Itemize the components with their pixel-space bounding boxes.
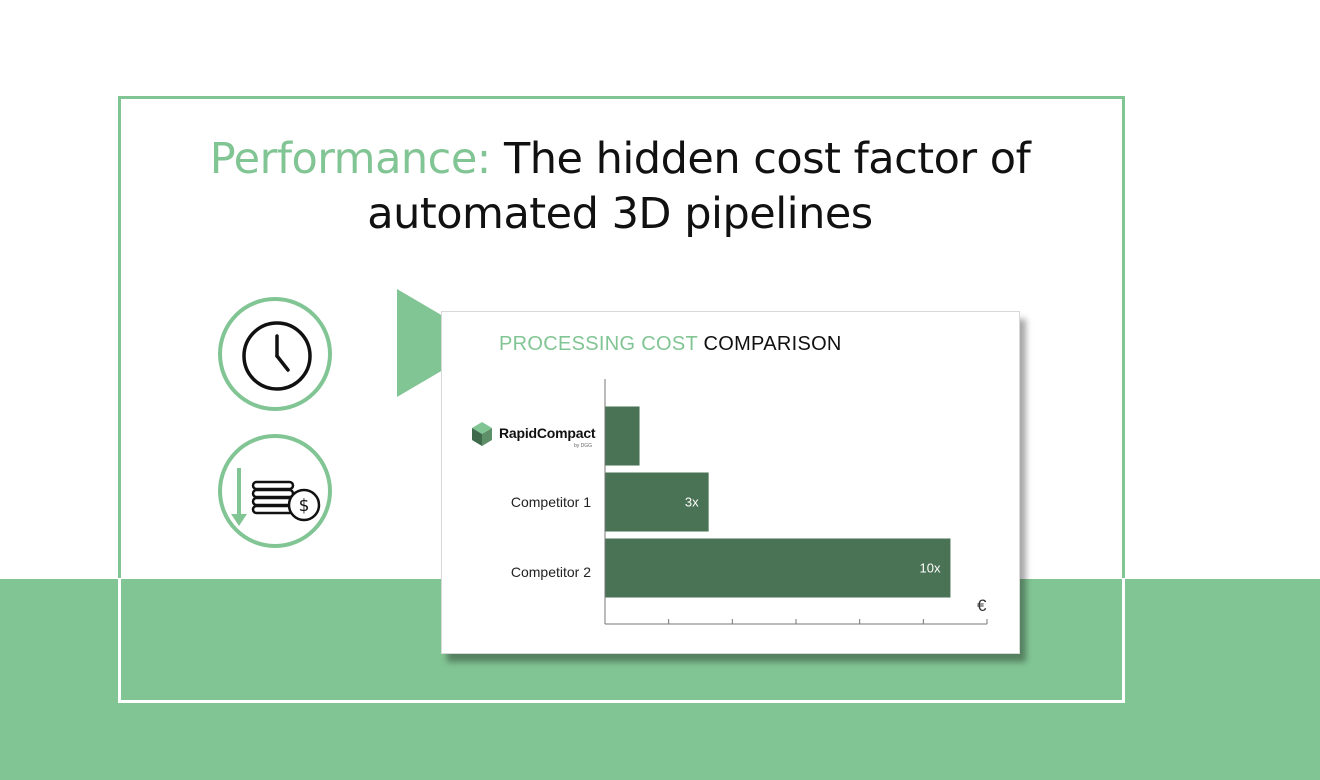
title-line2: automated 3D pipelines (367, 189, 873, 239)
clock-icon (242, 321, 312, 391)
rapidcompact-logo-name: RapidCompact (499, 425, 596, 441)
bar-3 (605, 538, 951, 598)
rapidcompact-logo: RapidCompact by DGG (471, 422, 601, 452)
cost-comparison-card: PROCESSING COST COMPARISON RapidCompact … (441, 311, 1020, 654)
bar-2 (605, 472, 709, 532)
bar-1 (605, 406, 640, 466)
chart-title-rest: COMPARISON (703, 333, 842, 355)
frame-border (118, 96, 1125, 581)
svg-text:$: $ (299, 496, 310, 516)
clock-icon-badge (218, 297, 332, 411)
chart-title: PROCESSING COST COMPARISON (499, 333, 842, 356)
page-title: Performance: The hidden cost factor of a… (140, 132, 1100, 242)
category-label: Competitor 2 (510, 564, 591, 580)
bar-chart (604, 379, 988, 625)
chart-title-accent: PROCESSING COST (499, 333, 698, 355)
frame-border-lower (118, 578, 1125, 703)
x-axis-unit-label: € (977, 596, 987, 615)
cost-reduction-coins-icon: $ (231, 468, 321, 526)
rapidcompact-logo-mark-icon (472, 422, 492, 446)
rapidcompact-logo-byline: by DGG (574, 443, 593, 449)
title-accent: Performance: (209, 134, 491, 184)
bar-value-label: 10x (919, 560, 941, 576)
cost-reduction-icon-badge: $ (218, 434, 332, 548)
category-label: Competitor 1 (510, 494, 591, 510)
bar-value-label: 3x (684, 494, 699, 510)
title-line1: The hidden cost factor of (503, 134, 1031, 184)
